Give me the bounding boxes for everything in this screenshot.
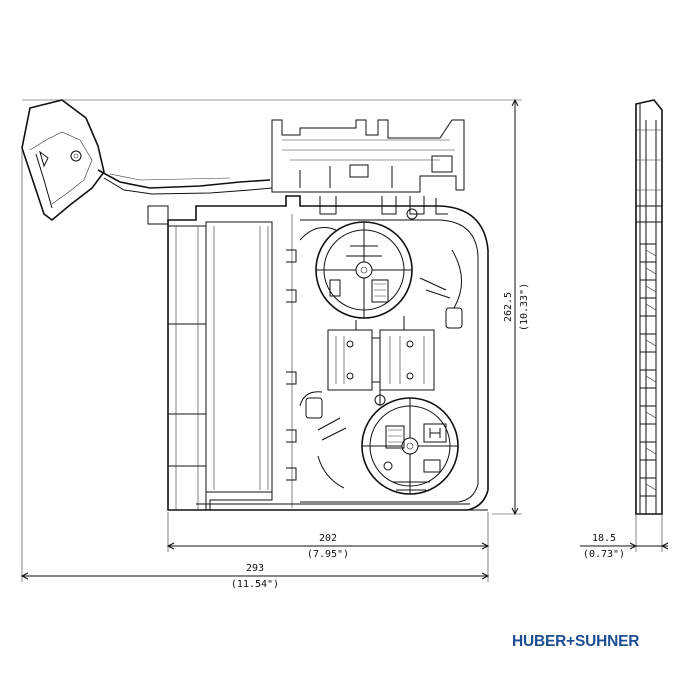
routing-clips xyxy=(299,208,463,489)
dim-depth-inches: (0.73") xyxy=(583,549,625,560)
top-housing xyxy=(271,119,465,193)
dim-width-total-inches: (11.54") xyxy=(231,579,279,590)
dim-width-body: 202 xyxy=(319,533,337,544)
dim-width-total: 293 xyxy=(246,563,264,574)
swing-cover xyxy=(21,99,273,222)
lower-spool xyxy=(361,397,459,495)
center-splice-holder xyxy=(327,316,435,406)
huber-suhner-logo: HUBER+SUHNER xyxy=(512,633,640,650)
tray-body xyxy=(147,195,489,511)
tray-base xyxy=(168,503,488,511)
front-view xyxy=(21,99,489,511)
upper-spool xyxy=(315,221,413,319)
side-view xyxy=(635,99,663,515)
dimension-lines xyxy=(20,98,669,582)
dim-height: 262.5 xyxy=(503,292,514,322)
dim-height-inches: (10.33") xyxy=(519,283,530,331)
dim-depth: 18.5 xyxy=(592,533,616,544)
dim-width-body-inches: (7.95") xyxy=(307,549,349,560)
